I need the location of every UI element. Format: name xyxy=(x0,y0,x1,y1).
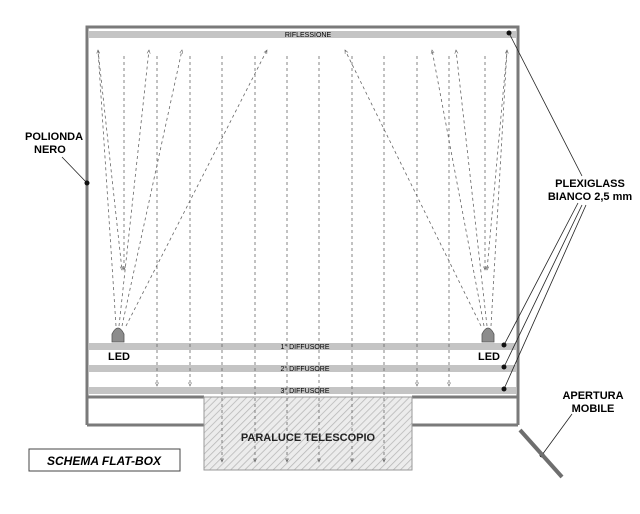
label-plexiglass-1: PLEXIGLASS xyxy=(555,178,625,190)
telescope-tube xyxy=(203,396,413,471)
label-apertura-1: APERTURA xyxy=(562,390,623,402)
plexiglass-diffusore-3 xyxy=(89,387,516,394)
label-paraluce: PARALUCE TELESCOPIO xyxy=(241,432,376,444)
led-left-icon xyxy=(111,327,125,343)
plexiglass-diffusore-2 xyxy=(89,365,516,372)
label-riflessione: RIFLESSIONE xyxy=(285,32,332,39)
led-right-icon xyxy=(481,327,495,343)
schema-title-box xyxy=(28,448,181,472)
box-wall xyxy=(85,25,520,399)
plexiglass-riflessione xyxy=(89,31,516,38)
label-polionda-1: POLIONDA xyxy=(25,131,83,143)
label-led-left: LED xyxy=(108,351,130,363)
label-polionda-2: NERO xyxy=(34,144,66,156)
apertura-mobile-flap xyxy=(518,428,564,479)
schema-title: SCHEMA FLAT-BOX xyxy=(47,454,162,468)
leader-lines xyxy=(61,32,587,456)
label-diffusore-1: 1° DIFFUSORE xyxy=(280,343,329,351)
label-apertura-2: MOBILE xyxy=(572,403,615,415)
light-rays xyxy=(98,50,507,462)
plexiglass-diffusore-1 xyxy=(89,343,516,350)
label-diffusore-3: 3° DIFFUSORE xyxy=(280,387,329,395)
label-plexiglass-2: BIANCO 2,5 mm xyxy=(548,191,633,203)
label-diffusore-2: 2° DIFFUSORE xyxy=(280,365,329,373)
label-led-right: LED xyxy=(478,351,500,363)
leader-dots xyxy=(84,30,545,458)
